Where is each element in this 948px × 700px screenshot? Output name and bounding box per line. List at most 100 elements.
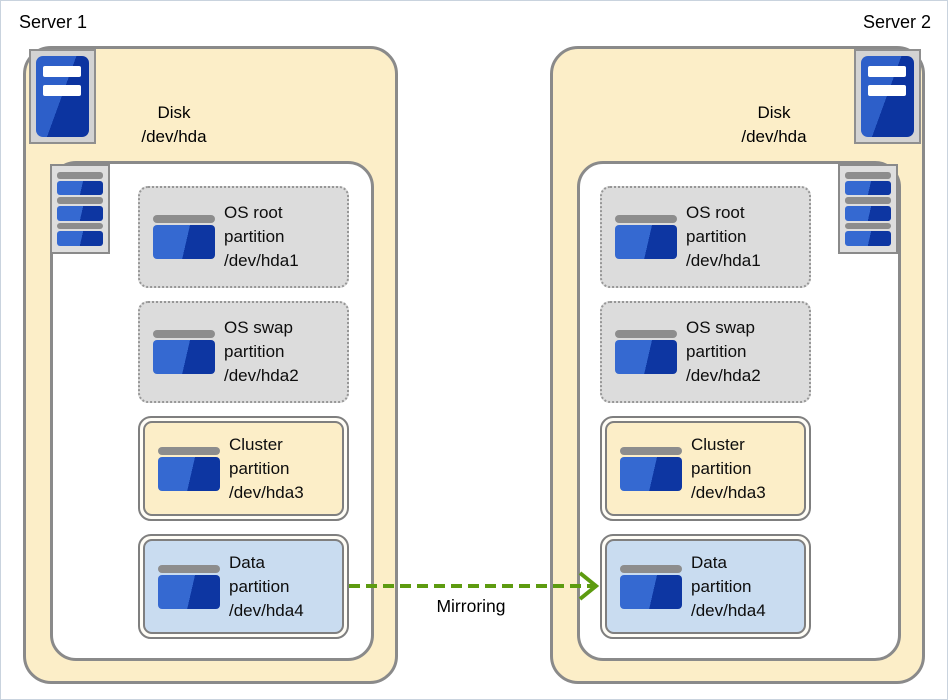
partition-label: OS root partition /dev/hda1 [224, 201, 299, 273]
partition-icon-bar [153, 330, 215, 338]
server-tower-body [36, 56, 89, 137]
partition-data-inner: Data partition /dev/hda4 [605, 539, 806, 634]
partition-icon-bar [615, 215, 677, 223]
partition-os-root: OS root partition /dev/hda1 [600, 186, 811, 288]
partition-icon-bar [158, 564, 220, 573]
server-slot [868, 66, 906, 77]
server2-title: Server 2 [862, 12, 931, 32]
partition-icon-bar [620, 446, 682, 455]
disk-bar [57, 172, 103, 179]
partition-data: Data partition /dev/hda4 [600, 534, 811, 639]
partition-label: OS root partition /dev/hda1 [686, 201, 761, 273]
disk-bar [57, 197, 103, 204]
mirroring-label: Mirroring [436, 596, 506, 616]
disk-bar [845, 222, 891, 230]
partition-line2: partition [686, 342, 747, 361]
partition-device: /dev/hda2 [224, 366, 299, 385]
partition-line2: partition [224, 227, 285, 246]
partition-line1: Cluster [229, 434, 283, 454]
partition-line1: OS swap [686, 318, 755, 337]
partition-line2: partition [224, 342, 285, 361]
partition-icon-panel [620, 456, 682, 491]
server1-title: Server 1 [19, 12, 88, 32]
disk-panel [57, 180, 103, 196]
disk-label: Disk /dev/hda [684, 101, 864, 149]
server-tower-icon [854, 49, 921, 144]
partition-label: Data partition /dev/hda4 [229, 551, 304, 623]
disk-panel [57, 205, 103, 221]
server-slot [43, 85, 81, 96]
partition-block-icon [615, 215, 677, 259]
partition-icon-panel [158, 574, 220, 609]
partition-device: /dev/hda2 [686, 366, 761, 385]
partition-icon-panel [153, 225, 215, 259]
partition-cluster-inner: Cluster partition /dev/hda3 [143, 421, 344, 516]
partition-icon-bar [615, 330, 677, 338]
partition-label: OS swap partition /dev/hda2 [224, 316, 299, 388]
partition-block-icon [158, 446, 220, 491]
partition-line2: partition [229, 576, 290, 596]
partition-icon-panel [620, 574, 682, 609]
partition-icon-bar [153, 215, 215, 223]
partition-label: Cluster partition /dev/hda3 [691, 433, 766, 505]
partition-cluster: Cluster partition /dev/hda3 [138, 416, 349, 521]
partition-device: /dev/hda1 [686, 251, 761, 270]
server2-partitions: OS root partition /dev/hda1 OS swap part… [600, 186, 811, 639]
partition-line2: partition [229, 458, 290, 478]
disk-panel [845, 180, 891, 196]
disk-label: Disk /dev/hda [84, 101, 264, 149]
partition-line1: OS root [224, 203, 283, 222]
partition-line2: partition [686, 227, 747, 246]
partition-line1: OS root [686, 203, 745, 222]
partition-icon-panel [158, 456, 220, 491]
partition-block-icon [620, 446, 682, 491]
partition-cluster-inner: Cluster partition /dev/hda3 [605, 421, 806, 516]
partition-cluster: Cluster partition /dev/hda3 [600, 416, 811, 521]
server-tower-icon [29, 49, 96, 144]
server1-partitions: OS root partition /dev/hda1 OS swap part… [138, 186, 349, 639]
disk-bar [845, 197, 891, 204]
partition-icon-panel [153, 340, 215, 374]
partition-device: /dev/hda3 [229, 482, 304, 502]
partition-os-swap: OS swap partition /dev/hda2 [600, 301, 811, 403]
server-slot [868, 85, 906, 96]
partition-block-icon [158, 564, 220, 609]
disk-panel [57, 231, 103, 246]
partition-os-swap: OS swap partition /dev/hda2 [138, 301, 349, 403]
partition-line1: OS swap [224, 318, 293, 337]
partition-device: /dev/hda4 [229, 600, 304, 620]
server-slot [43, 66, 81, 77]
disk-label-line1: Disk [757, 103, 791, 122]
partition-label: Data partition /dev/hda4 [691, 551, 766, 623]
partition-icon-bar [158, 446, 220, 455]
disk-bar [845, 172, 891, 179]
partition-icon-panel [615, 340, 677, 374]
partition-os-root: OS root partition /dev/hda1 [138, 186, 349, 288]
server2-box: Disk /dev/hda OS root partition /dev/hda… [550, 46, 925, 684]
partition-block-icon [620, 564, 682, 609]
disk-panel [845, 205, 891, 221]
disk-stack-icon [50, 164, 110, 254]
partition-line2: partition [691, 458, 752, 478]
disk-label-line2: /dev/hda [141, 127, 207, 146]
disk-stack-icon [838, 164, 898, 254]
disk-label-line1: Disk [157, 103, 191, 122]
partition-data-inner: Data partition /dev/hda4 [143, 539, 344, 634]
partition-block-icon [153, 215, 215, 259]
partition-data: Data partition /dev/hda4 [138, 534, 349, 639]
server-tower-body [861, 56, 914, 137]
partition-block-icon [153, 330, 215, 374]
partition-device: /dev/hda1 [224, 251, 299, 270]
partition-line1: Cluster [691, 434, 745, 454]
disk-label-line2: /dev/hda [741, 127, 807, 146]
partition-line2: partition [691, 576, 752, 596]
partition-label: OS swap partition /dev/hda2 [686, 316, 761, 388]
disk-panel [845, 231, 891, 246]
disk-bar [57, 222, 103, 230]
mirroring-arrow [349, 571, 600, 601]
partition-label: Cluster partition /dev/hda3 [229, 433, 304, 505]
partition-device: /dev/hda4 [691, 600, 766, 620]
partition-icon-panel [615, 225, 677, 259]
partition-line1: Data [229, 552, 265, 572]
